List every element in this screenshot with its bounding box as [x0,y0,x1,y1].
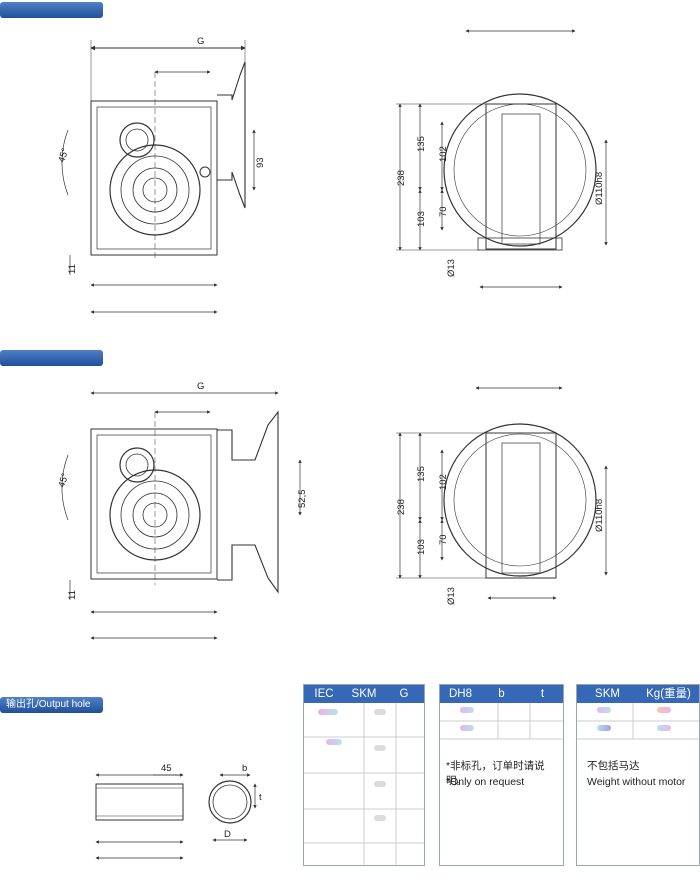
table-weight-header: SKM Kg(重量) [577,685,699,703]
top-front-view [396,29,608,289]
dim-103-middle: 103 [416,539,427,555]
dim-238-middle: 238 [396,499,407,515]
dim-135-top: 135 [416,136,427,152]
table-iec-cell [374,781,386,787]
table-iec: IEC SKM G [303,684,425,866]
dim-135-middle: 135 [416,466,427,482]
worm-hole [119,122,155,158]
input-flange [217,410,279,594]
table-iec-col-skm: SKM [351,688,377,700]
table-bore: DH8 b t *非标孔，订单时请说明。 *Only on request [439,684,564,866]
dim-D: D [224,829,231,840]
dim-238-top: 238 [396,170,407,186]
dim-t: t [259,792,262,803]
table-iec-grid [304,703,424,865]
table-iec-header: IEC SKM G [304,685,424,703]
dim-G-middle: G [197,381,204,392]
dim-45-shaft: 45 [161,763,172,774]
gearbox-body [485,103,557,250]
middle-side-view [61,391,302,640]
shaft-side [95,783,184,821]
dim-52-5: 52,5 [297,490,308,509]
table-bore-col-b: b [498,688,505,700]
dim-11-middle: 11 [67,590,78,600]
section-tab-output-hole: 输出孔/Output hole [0,697,103,713]
table-iec-cell [318,709,338,715]
dim-103-top: 103 [416,211,427,227]
table-weight-cell [657,725,671,731]
table-weight-col-skm: SKM [595,688,620,700]
table-weight-col-kg: Kg(重量) [646,688,691,700]
table-bore-col-d: DH8 [448,688,472,700]
flange-circle [443,93,597,247]
dim-110-top: Ø110h8 [594,172,605,205]
dim-45-angle-middle: 45° [56,472,71,489]
table-weight: SKM Kg(重量) 不包括马达 Weight without motor [576,684,700,866]
dim-b: b [242,763,247,774]
table-bore-col-t: t [540,688,545,700]
housing-outline [90,100,218,256]
section-tab-middle [0,350,103,366]
table-weight-grid [577,703,699,740]
dim-G-top: G [197,36,204,47]
dim-45-angle-top: 45° [56,147,71,164]
bore-note-en: *Only on request [446,776,525,788]
dim-102-top: 102 [438,146,449,162]
shaft-section [208,780,252,824]
dim-93: 93 [255,157,266,168]
table-bore-grid [440,703,563,740]
table-iec-cell [374,709,386,715]
motor-flange [217,61,246,209]
table-iec-cell [374,745,386,751]
weight-note-cn: 不包括马达 [587,760,640,772]
dim-70-top: 70 [438,206,449,217]
table-weight-cell [657,707,671,713]
table-iec-cell [326,739,342,745]
middle-front-view [396,386,608,600]
dim-110-middle: Ø110h8 [594,499,605,532]
output-hole-views [95,773,257,860]
table-bore-header: DH8 b t [440,685,563,703]
dim-102-middle: 102 [438,474,449,490]
table-weight-cell [597,725,611,731]
table-iec-cell [374,815,386,821]
top-side-view [61,40,256,314]
table-bore-cell [460,707,474,713]
table-iec-col-g: G [399,688,409,700]
bore-note-cn: *非标孔，订单时请说明。 [446,760,545,787]
dim-11-top: 11 [67,264,78,274]
table-weight-cell [597,707,611,713]
table-iec-col-iec: IEC [314,688,334,700]
table-bore-cell [460,725,474,731]
dim-13-top: Ø13 [446,259,457,277]
dim-13-middle: Ø13 [446,587,457,605]
dim-70-middle: 70 [438,534,449,545]
section-tab-top [0,2,103,18]
weight-note-en: Weight without motor [587,776,686,788]
